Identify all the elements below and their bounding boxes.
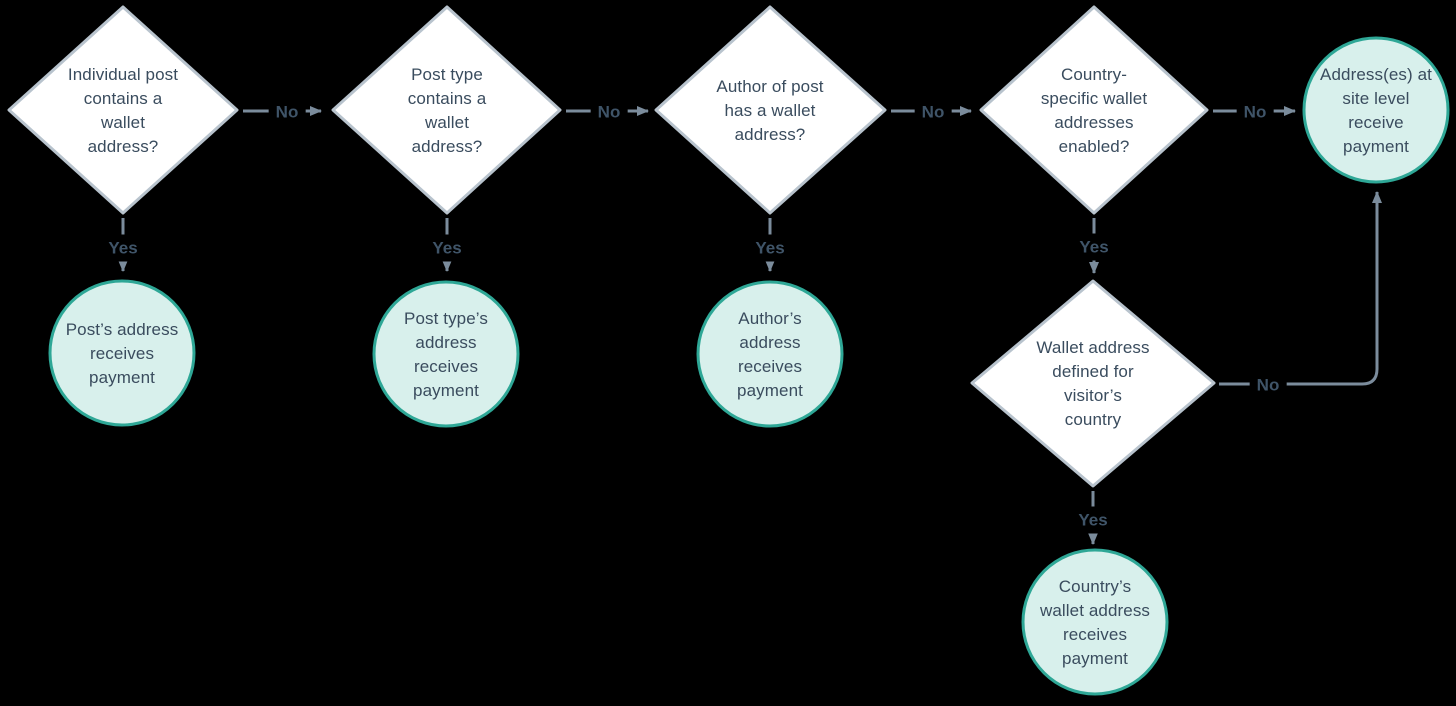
decision-individual-post-shape [7,5,239,215]
edge-label-no-d3-d4: No [914,99,952,125]
edge-label-yes-d4: Yes [1073,233,1115,261]
result-post-address-shape [48,279,196,427]
edge-label-no-d1-d2: No [268,99,306,125]
result-post-type-address-label: Post type’s address receives payment [404,309,488,400]
decision-post-type-shape [331,5,562,215]
connector-d5-c4-no [1219,191,1382,386]
result-author-address-label: Author’s address receives payment [737,309,803,400]
decision-author-shape [654,5,887,215]
decision-post-type-label: Post type contains a wallet address? [407,65,487,156]
result-country-address-label: Country’s wallet address receives paymen… [1039,577,1151,668]
result-site-level-shape [1302,36,1450,184]
decision-author-label: Author of post has a wallet address? [716,77,824,144]
decision-visitor-country-label: Wallet address defined for visitor’s cou… [1036,338,1150,429]
result-site-level-label: Address(es) at site level receive paymen… [1320,65,1432,156]
decision-country-specific-shape [979,5,1209,215]
edge-label-yes-d1: Yes [102,234,144,262]
result-post-type-address-shape [372,280,520,428]
edge-label-yes-d5: Yes [1072,506,1114,534]
result-author-address-shape [696,280,844,428]
edge-label-yes-d2: Yes [426,234,468,262]
edge-label-no-d5-c4: No [1249,372,1287,398]
edge-label-yes-d3: Yes [749,234,791,262]
decision-individual-post-label: Individual post contains a wallet addres… [67,65,179,156]
result-post-address-label: Post’s address receives payment [65,320,179,387]
decision-visitor-country-shape [970,279,1216,488]
edge-label-no-d2-d3: No [590,99,628,125]
result-country-address-shape [1021,548,1169,696]
edge-label-no-d4-c4: No [1236,99,1274,125]
decision-country-specific-label: Country- specific wallet addresses enabl… [1040,65,1148,156]
